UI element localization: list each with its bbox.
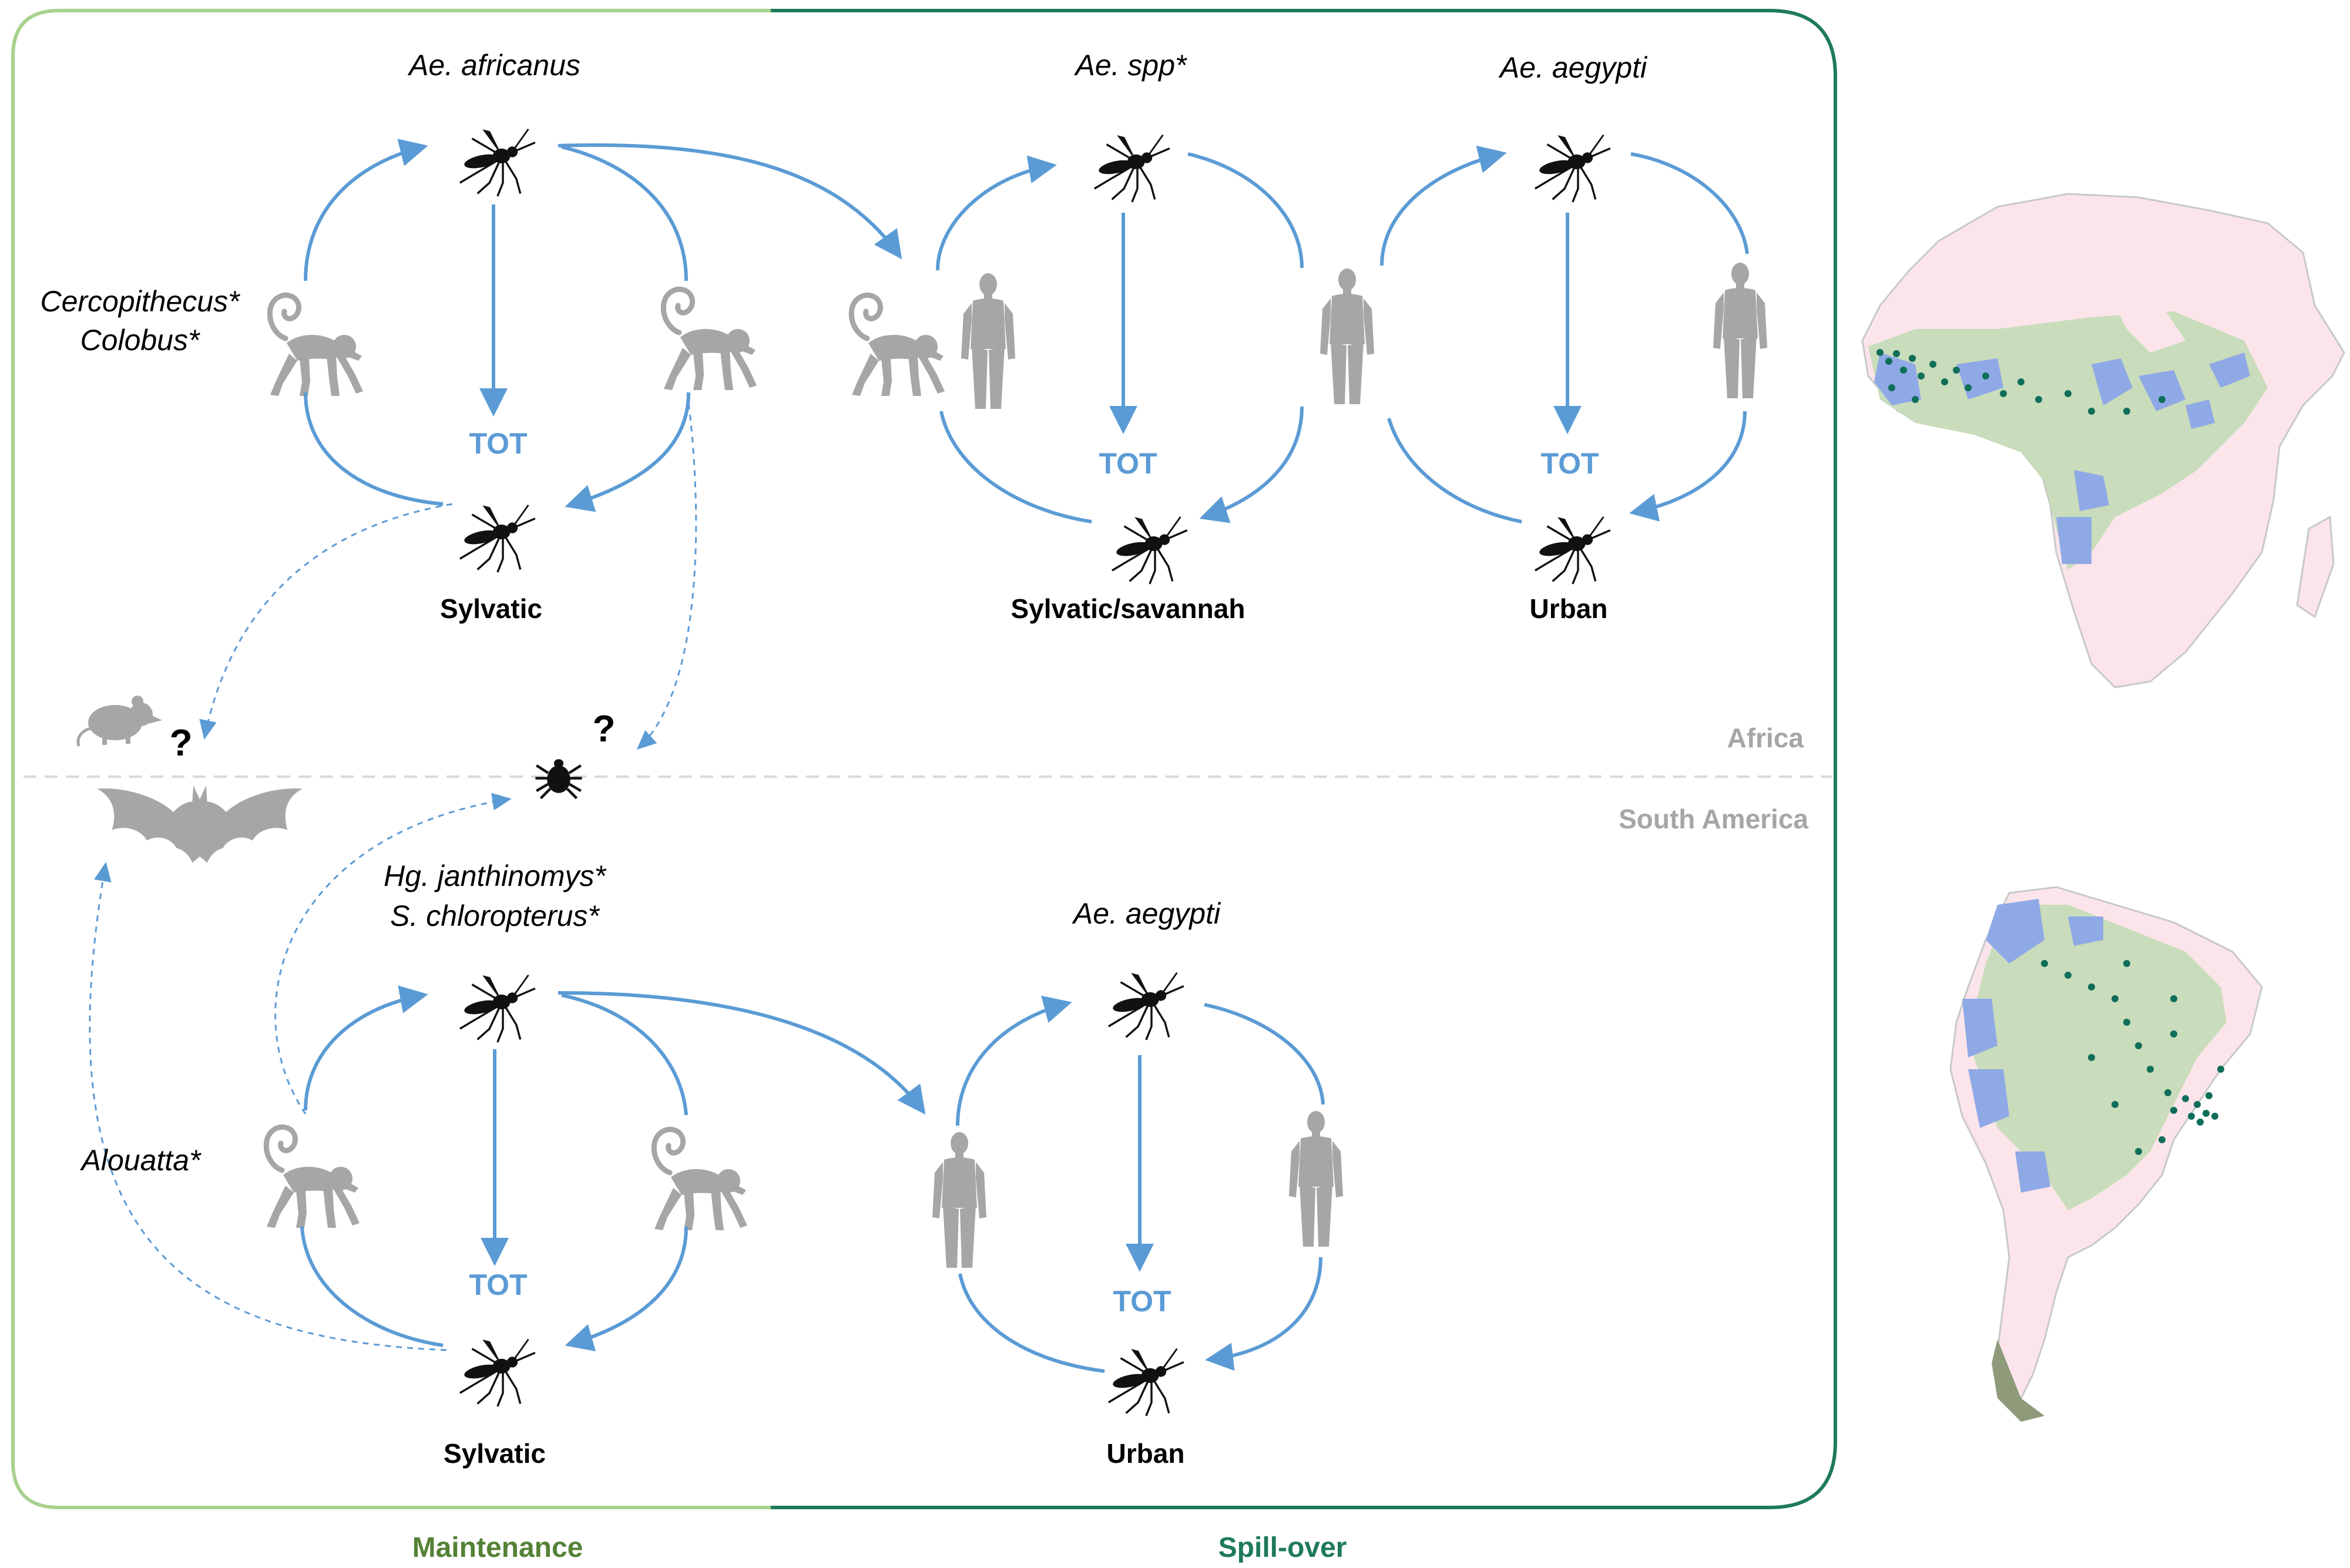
africa-host-colobus: Colobus*	[80, 324, 200, 357]
dashed-arrow-monkey-to-tick	[274, 793, 512, 1114]
sa-tot-sylvatic: TOT	[469, 1268, 527, 1301]
arrow-mosquito-to-monkey	[304, 392, 444, 506]
human-icon	[1713, 263, 1767, 398]
africa-map	[1861, 193, 2345, 689]
mosquito-icon	[1093, 133, 1171, 203]
arrow-human-to-mosquito	[956, 995, 1072, 1126]
human-icon	[961, 273, 1015, 409]
mosquito-icon	[459, 503, 536, 573]
rodent-question-mark: ?	[169, 721, 192, 764]
arrow-human-to-mosquito	[1380, 145, 1507, 266]
mosquito-icon	[459, 1338, 536, 1408]
africa-vector-savannah: Ae. spp*	[1073, 49, 1187, 82]
sa-cycle-urban: Urban	[1107, 1438, 1185, 1469]
human-icon	[1289, 1111, 1343, 1247]
mosquito-icon	[1111, 515, 1189, 585]
africa-cycle-sylvatic: Sylvatic	[440, 593, 542, 624]
dashed-arrow-monkey-to-tick	[636, 392, 697, 750]
africa-cycle-savannah: Sylvatic/savannah	[1011, 593, 1246, 624]
mosquito-icon	[1534, 133, 1612, 203]
arrow-mosquito-to-human	[1387, 418, 1522, 523]
mosquito-icon	[1534, 515, 1612, 585]
arrow-human-to-mosquito	[1629, 411, 1747, 522]
human-icon	[1320, 268, 1374, 404]
spillover-label: Spill-over	[1218, 1532, 1347, 1563]
arrow-monkey-to-mosquito	[565, 392, 690, 512]
sa-cycle-sylvatic: Sylvatic	[444, 1438, 546, 1469]
africa-host-cercopithecus: Cercopithecus*	[40, 285, 240, 318]
arrow-human-to-mosquito	[1205, 1257, 1322, 1371]
sa-vector-haemagogus: Hg. janthinomys*	[384, 859, 606, 892]
monkey-icon	[266, 1127, 360, 1228]
monkey-icon	[663, 289, 757, 390]
south-america-label: South America	[1619, 804, 1808, 834]
monkey-icon	[851, 295, 945, 396]
arrow-mosquito-to-monkey	[561, 993, 688, 1116]
sa-tot-urban: TOT	[1113, 1285, 1171, 1318]
maintenance-label: Maintenance	[412, 1532, 583, 1563]
arrow-mosquito-to-monkey	[300, 1226, 444, 1347]
arrow-host-to-mosquito	[936, 155, 1057, 271]
mosquito-icon	[459, 127, 536, 197]
tick-question-mark: ?	[592, 707, 615, 750]
tick-icon	[535, 759, 582, 798]
arrow-spillover	[558, 991, 926, 1115]
south-america-map	[1949, 886, 2263, 1422]
arrow-monkey-to-mosquito	[304, 985, 428, 1111]
arrow-mosquito-to-human	[1204, 1003, 1325, 1105]
dashed-arrow-mosquito-to-rodent-bat	[199, 503, 453, 740]
africa-label: Africa	[1727, 723, 1804, 753]
monkey-icon	[654, 1129, 747, 1230]
arrow-mosquito-to-monkey	[561, 145, 688, 281]
dashed-arrow-mosquito-to-bat	[89, 862, 447, 1351]
sa-vector-sabethes: S. chloropterus*	[390, 899, 600, 932]
maintenance-frame	[11, 9, 771, 1509]
spillover-frame	[771, 9, 1837, 1509]
arrow-mosquito-to-host	[939, 411, 1092, 523]
rodent-icon	[78, 696, 162, 746]
africa-tot-savannah: TOT	[1099, 447, 1157, 480]
arrow-spillover	[558, 143, 902, 260]
africa-tot-sylvatic: TOT	[469, 427, 527, 460]
arrow-mosquito-to-human	[1630, 152, 1749, 254]
arrow-mosquito-to-human	[1187, 152, 1304, 268]
human-icon	[932, 1132, 986, 1268]
africa-vector-sylvatic: Ae. africanus	[407, 49, 580, 82]
mosquito-icon	[1107, 971, 1185, 1041]
mosquito-icon	[459, 973, 536, 1043]
monkey-icon	[270, 295, 363, 396]
arrow-mosquito-to-human	[958, 1273, 1105, 1373]
sa-host-alouatta: Alouatta*	[80, 1144, 202, 1177]
africa-tot-urban: TOT	[1540, 447, 1599, 480]
arrow-monkey-to-mosquito	[304, 139, 428, 281]
arrow-monkey-to-mosquito	[565, 1226, 688, 1352]
arrow-human-to-mosquito	[1199, 406, 1304, 523]
africa-vector-urban: Ae. aegypti	[1498, 51, 1648, 84]
africa-cycle-urban: Urban	[1530, 593, 1608, 624]
mosquito-icon	[1107, 1347, 1185, 1417]
bat-icon	[97, 785, 303, 863]
sa-vector-urban: Ae. aegypti	[1072, 897, 1221, 930]
